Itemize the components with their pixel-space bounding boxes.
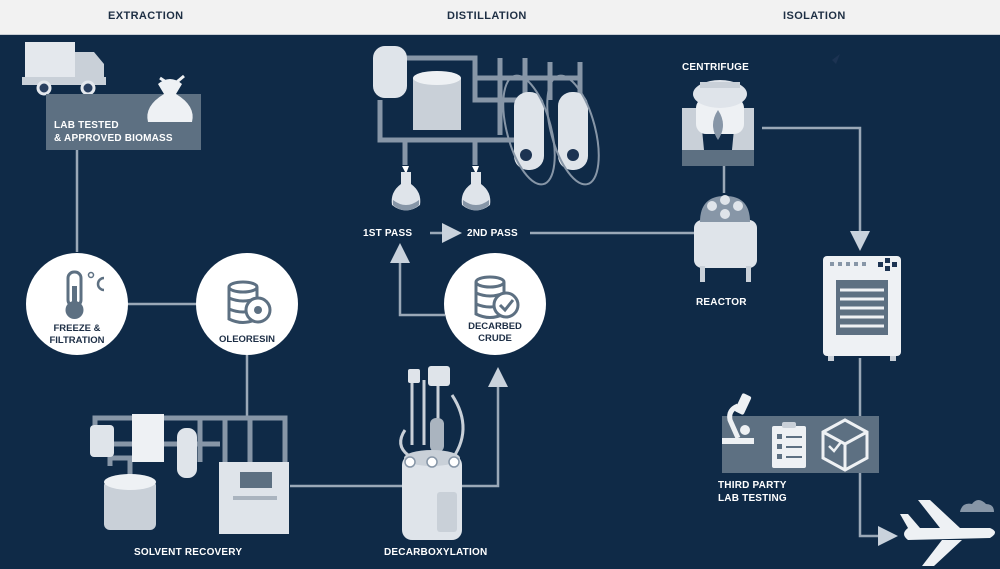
third-party-label-line-1: THIRD PARTY (718, 480, 787, 491)
checklist-icon (772, 422, 806, 468)
freeze-label-line-2: FILTRATION (49, 335, 105, 346)
microscope-icon (722, 393, 754, 444)
distillation-machine (373, 46, 600, 186)
third-party-label-line-2: LAB TESTING (718, 493, 787, 504)
oleoresin-label: OLEORESIN (219, 334, 275, 345)
flow-connectors (75, 126, 898, 546)
biomass-label-line-2: & APPROVED BIOMASS (54, 133, 173, 144)
biomass-truck-icon (22, 42, 106, 96)
centrifuge-label: CENTRIFUGE (682, 62, 749, 73)
cursor-arrow-icon (832, 54, 840, 64)
decarboxylation-machine (399, 366, 465, 540)
section-header-bar: EXTRACTION DISTILLATION ISOLATION (0, 0, 1000, 35)
decarbed-label-line-2: CRUDE (478, 333, 512, 344)
centrifuge-machine (682, 80, 754, 166)
solvent-recovery-machine (90, 414, 289, 534)
first-pass-label: 1ST PASS (363, 228, 413, 239)
storage-cabinet-icon (823, 256, 901, 361)
thermometer-celsius-icon (65, 270, 105, 319)
reactor-machine (694, 195, 757, 282)
biomass-bag-icon (147, 74, 193, 122)
solvent-recovery-label: SOLVENT RECOVERY (134, 547, 243, 558)
biomass-label: LAB TESTED & APPROVED BIOMASS (54, 119, 173, 145)
airplane-icon (900, 500, 995, 566)
second-pass-label: 2ND PASS (467, 228, 518, 239)
package-check-icon (821, 418, 869, 472)
third-party-label: THIRD PARTY LAB TESTING (718, 479, 787, 505)
decarboxylation-label: DECARBOXYLATION (384, 547, 488, 558)
header-distillation: DISTILLATION (447, 10, 527, 22)
cloud-icon (960, 500, 994, 512)
first-pass-flask-icon (391, 172, 421, 211)
freeze-label: FREEZE &FILTRATION (37, 323, 117, 347)
freeze-label-line-1: FREEZE & (53, 323, 101, 334)
database-check-icon (474, 275, 520, 319)
biomass-label-line-1: LAB TESTED (54, 120, 119, 131)
header-isolation: ISOLATION (783, 10, 846, 22)
database-coin-icon (227, 280, 272, 324)
header-extraction: EXTRACTION (108, 10, 184, 22)
second-pass-flask-icon (461, 172, 491, 211)
reactor-label: REACTOR (696, 297, 747, 308)
decarbed-label-line-1: DECARBED (468, 321, 522, 332)
